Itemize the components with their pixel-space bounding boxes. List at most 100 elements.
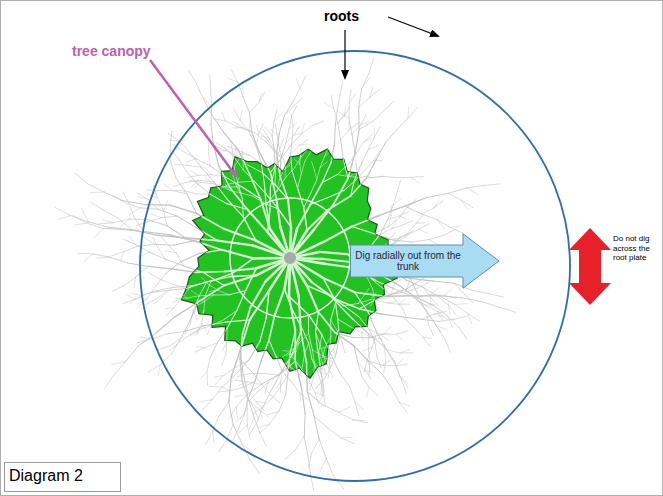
root-line xyxy=(189,180,200,182)
root-line-light xyxy=(300,392,309,400)
root-line xyxy=(321,384,322,393)
root-line xyxy=(261,133,268,141)
root-line-light xyxy=(386,295,414,297)
root-line xyxy=(462,298,482,302)
root-line xyxy=(58,216,71,220)
root-line-light xyxy=(148,220,167,226)
root-line xyxy=(263,374,278,375)
root-line-light xyxy=(168,235,194,241)
root-line-light xyxy=(249,373,263,374)
root-line-light xyxy=(265,127,272,135)
root-line-light xyxy=(243,97,250,113)
root-line xyxy=(123,201,145,205)
root-line xyxy=(374,128,375,137)
root-line xyxy=(362,78,370,89)
root-line-light xyxy=(268,141,274,151)
root-line-light xyxy=(368,313,377,333)
root-line-light xyxy=(209,290,217,291)
root-line-light xyxy=(240,120,249,132)
root-line xyxy=(392,389,399,403)
root-line-light xyxy=(321,366,323,381)
root-line-light xyxy=(247,385,261,396)
root-line xyxy=(75,223,87,225)
root-line xyxy=(153,237,158,248)
root-line-light xyxy=(270,411,279,424)
root-line-light xyxy=(439,296,455,305)
root-line xyxy=(380,206,405,215)
root-line-light xyxy=(152,334,167,339)
root-line-light xyxy=(222,386,230,390)
root-line-light xyxy=(175,164,187,165)
root-line xyxy=(235,395,247,396)
root-line-light xyxy=(336,338,339,354)
root-line xyxy=(206,432,213,445)
root-line-light xyxy=(191,171,199,175)
root-line xyxy=(180,254,199,263)
root-line xyxy=(408,223,416,233)
root-line xyxy=(276,382,280,388)
root-line-light xyxy=(256,402,266,403)
root-line-light xyxy=(155,244,174,245)
root-line-light xyxy=(170,205,197,213)
root-line xyxy=(185,191,197,194)
root-line-light xyxy=(468,314,480,322)
root-line-light xyxy=(276,356,282,371)
root-line-light xyxy=(120,251,124,261)
root-line-light xyxy=(394,289,411,296)
root-line-light xyxy=(293,88,300,101)
root-line xyxy=(311,144,318,152)
root-line-light xyxy=(395,361,400,376)
root-line xyxy=(366,176,383,178)
root-line-light xyxy=(188,166,202,168)
root-line-light xyxy=(226,184,231,190)
root-line xyxy=(431,298,439,306)
root-line xyxy=(242,381,249,400)
root-line xyxy=(171,269,196,273)
root-line-light xyxy=(462,298,482,302)
root-line-light xyxy=(261,133,268,141)
root-line xyxy=(355,160,357,170)
root-line-light xyxy=(359,300,375,309)
root-line xyxy=(300,392,309,400)
root-line xyxy=(99,223,114,224)
root-line-light xyxy=(250,113,252,132)
root-line-light xyxy=(185,180,199,182)
root-line xyxy=(384,101,394,110)
root-line-light xyxy=(335,332,354,345)
root-line-light xyxy=(416,297,434,305)
root-line-light xyxy=(396,331,408,334)
root-line-light xyxy=(320,367,323,381)
root-line-light xyxy=(219,166,230,188)
root-line-light xyxy=(172,286,191,288)
root-line-light xyxy=(388,303,399,304)
root-line-light xyxy=(155,274,165,287)
root-line-light xyxy=(226,121,238,127)
root-line-light xyxy=(250,423,257,436)
root-line-light xyxy=(199,180,214,182)
root-line xyxy=(380,333,388,335)
root-line xyxy=(120,251,124,261)
root-line-light xyxy=(333,338,339,349)
root-line-light xyxy=(406,279,423,290)
root-line xyxy=(364,138,372,142)
root-line-light xyxy=(367,360,370,369)
root-line-light xyxy=(224,132,239,150)
root-line-light xyxy=(248,381,255,398)
root-line-light xyxy=(448,316,453,327)
root-line-light xyxy=(257,125,259,134)
root-line xyxy=(118,218,132,230)
root-line-light xyxy=(411,177,419,183)
root-line-light xyxy=(250,103,259,113)
root-line xyxy=(323,380,325,392)
root-line xyxy=(103,220,114,223)
root-line-light xyxy=(136,245,150,252)
root-line-light xyxy=(238,127,252,132)
root-line-light xyxy=(234,127,243,129)
root-line xyxy=(341,438,354,444)
root-line-light xyxy=(302,126,313,134)
root-line xyxy=(374,127,380,138)
root-line-light xyxy=(230,388,243,391)
root-line xyxy=(489,294,504,297)
root-line-light xyxy=(212,387,222,400)
root-line xyxy=(362,73,370,89)
